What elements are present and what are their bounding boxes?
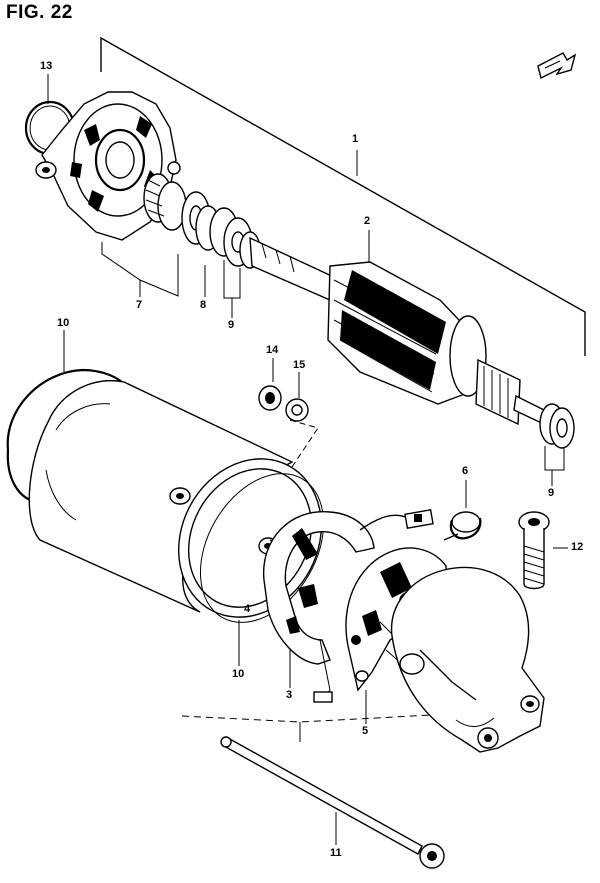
callout-3: 3 [286, 689, 293, 701]
front-housing-cover [35, 91, 181, 241]
through-bolt-part-11 [220, 736, 445, 869]
wire-lead [359, 509, 434, 531]
washer-part-15 [285, 398, 309, 422]
callout-5: 5 [362, 725, 369, 737]
callout-8: 8 [200, 299, 207, 311]
callout-10-lower: 10 [232, 668, 245, 680]
brush-spring-part-6 [443, 511, 482, 541]
callout-9-lower: 9 [548, 487, 555, 499]
callout-9-upper: 9 [228, 319, 235, 331]
rear-end-cover [390, 566, 545, 753]
washer-set-part-9-lower [539, 403, 575, 449]
callout-10-upper: 10 [57, 317, 70, 329]
callout-1: 1 [352, 133, 359, 145]
armature-part-2 [249, 236, 553, 427]
callout-2: 2 [364, 215, 371, 227]
figure-title: FIG. 22 [6, 2, 73, 23]
callout-11: 11 [330, 847, 342, 859]
bearing-part-7 [143, 173, 187, 231]
washer-set-part-9-upper [209, 207, 261, 269]
bolt-part-12 [518, 511, 550, 590]
callout-4: 4 [244, 603, 251, 615]
callout-7: 7 [136, 299, 143, 311]
callout-13: 13 [40, 60, 53, 72]
leader-lines [47, 36, 586, 845]
brush-holder-part-3 [262, 511, 375, 703]
callout-15: 15 [293, 359, 306, 371]
callout-14: 14 [266, 344, 279, 356]
washer-part-14 [258, 385, 282, 411]
callout-6: 6 [462, 465, 469, 477]
direction-arrow-icon [537, 52, 577, 80]
o-ring-part-10-lower [199, 473, 325, 623]
callout-12: 12 [571, 541, 584, 553]
